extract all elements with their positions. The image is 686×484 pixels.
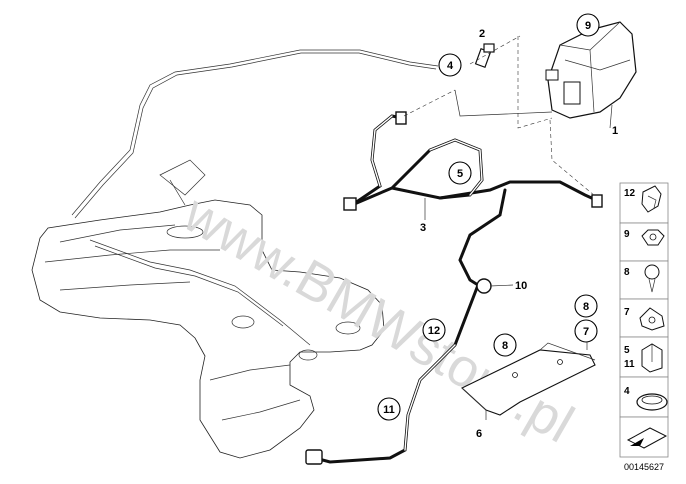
clip-icon <box>641 185 662 213</box>
screw-part <box>474 43 495 68</box>
callout-10: 10 <box>515 280 527 292</box>
callout-circle-9 <box>576 13 600 37</box>
callout-8b: 8 <box>583 301 589 313</box>
callout-circle-11 <box>377 397 401 421</box>
leader-line <box>489 284 514 287</box>
parts-legend: 12 9 8 7 5 11 4 <box>619 182 669 458</box>
screw-icon <box>644 264 660 280</box>
fuel-tank <box>31 159 385 459</box>
callout-5: 5 <box>457 168 463 180</box>
legend-label: 9 <box>624 229 630 240</box>
pipe-11-12 <box>305 188 507 465</box>
callout-12: 12 <box>428 325 440 337</box>
callout-circle-8a <box>493 333 517 357</box>
legend-label: 8 <box>624 267 630 278</box>
callout-11: 11 <box>383 404 395 416</box>
callout-6: 6 <box>476 428 482 440</box>
callout-1: 1 <box>612 125 618 137</box>
callout-circle-5 <box>448 161 472 185</box>
callout-circle-8b <box>574 294 598 318</box>
legend-label: 12 <box>624 188 636 199</box>
callout-circle-7 <box>574 319 598 343</box>
carbon-canister <box>545 21 637 119</box>
callout-8a: 8 <box>502 340 508 352</box>
legend-label: 4 <box>624 386 630 397</box>
dash-line <box>469 35 521 65</box>
callout-circle-4 <box>438 53 462 77</box>
callout-9: 9 <box>585 20 591 32</box>
callout-3: 3 <box>420 222 426 234</box>
leader-line <box>609 104 613 129</box>
legend-label: 5 <box>624 345 630 356</box>
pipe-3 <box>343 111 603 211</box>
diagram-code: 00145627 <box>624 462 664 472</box>
callout-4: 4 <box>447 60 454 72</box>
dash-line <box>403 89 456 117</box>
legend-label: 7 <box>624 307 630 318</box>
fuel-line-outline <box>74 52 437 219</box>
leader-line <box>454 89 553 117</box>
cover-plate <box>461 342 596 420</box>
callout-circle-12 <box>422 318 446 342</box>
callout-7: 7 <box>583 326 589 338</box>
dash-line <box>517 36 553 129</box>
legend-label: 11 <box>624 359 635 370</box>
fuel-line <box>71 49 439 216</box>
callout-2: 2 <box>479 28 485 40</box>
dash-line <box>549 119 596 197</box>
